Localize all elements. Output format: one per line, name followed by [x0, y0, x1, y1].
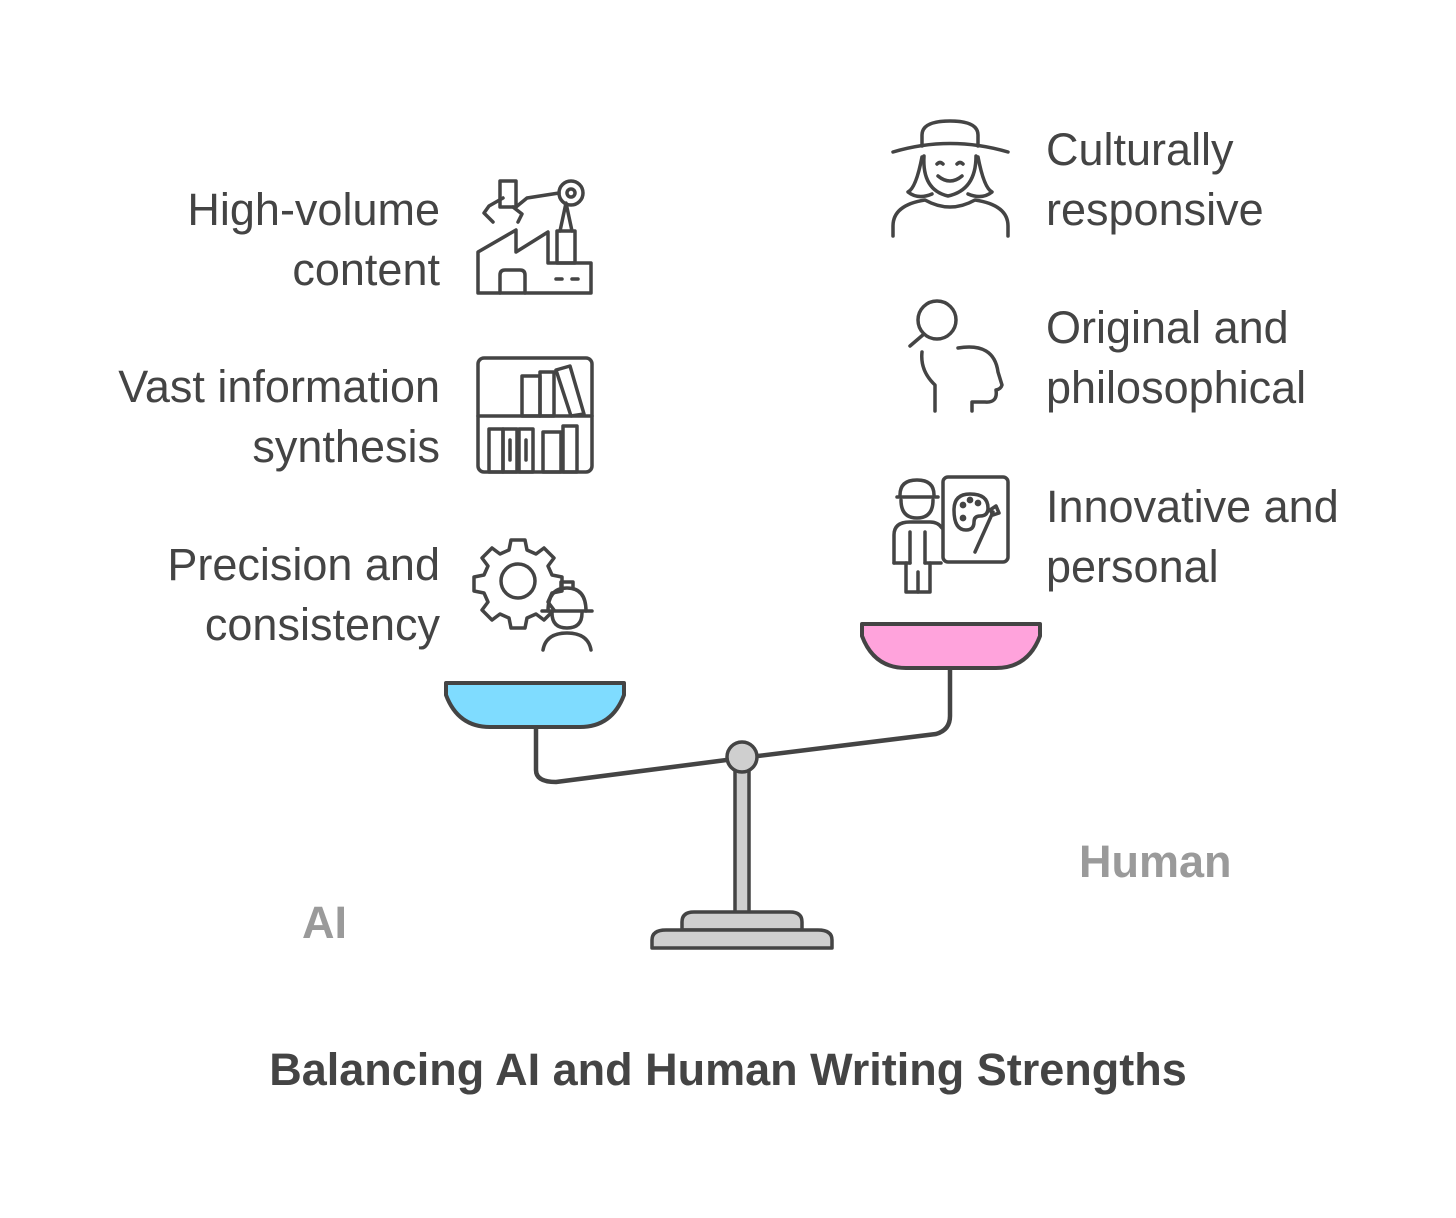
- thinking-head-icon: [908, 299, 1004, 413]
- balance-scale: [444, 622, 1042, 950]
- human-item-line2: philosophical: [1046, 362, 1307, 413]
- painter-easel-icon: [892, 475, 1010, 594]
- ai-item-line1: Precision and: [167, 539, 440, 590]
- ai-item-line2: content: [292, 244, 440, 295]
- ai-item-precision: Precision and consistency: [167, 535, 440, 655]
- human-item-line1: Innovative and: [1046, 481, 1339, 532]
- ai-item-high-volume: High-volume content: [187, 180, 440, 300]
- gear-worker-icon: [472, 538, 594, 652]
- human-pan: [860, 622, 1042, 670]
- bookshelf-icon: [476, 356, 594, 474]
- person-with-hat-icon: [891, 119, 1010, 238]
- ai-pan: [444, 681, 626, 729]
- human-item-original: Original and philosophical: [1046, 298, 1306, 418]
- human-item-line2: responsive: [1046, 184, 1264, 235]
- human-item-line2: personal: [1046, 541, 1219, 592]
- human-item-line1: Original and: [1046, 302, 1289, 353]
- factory-robot-arm-icon: [476, 179, 593, 295]
- human-item-culturally-responsive: Culturally responsive: [1046, 120, 1264, 240]
- ai-side-label: AI: [302, 897, 347, 948]
- ai-item-line2: consistency: [204, 599, 440, 650]
- diagram-title: Balancing AI and Human Writing Strengths: [269, 1044, 1187, 1095]
- human-item-innovative: Innovative and personal: [1046, 477, 1339, 597]
- ai-item-line2: synthesis: [252, 421, 440, 472]
- ai-item-line1: Vast information: [118, 361, 440, 412]
- human-item-line1: Culturally: [1046, 124, 1234, 175]
- human-side-label: Human: [1079, 836, 1232, 887]
- ai-item-vast-information: Vast information synthesis: [118, 357, 440, 477]
- ai-item-line1: High-volume: [187, 184, 440, 235]
